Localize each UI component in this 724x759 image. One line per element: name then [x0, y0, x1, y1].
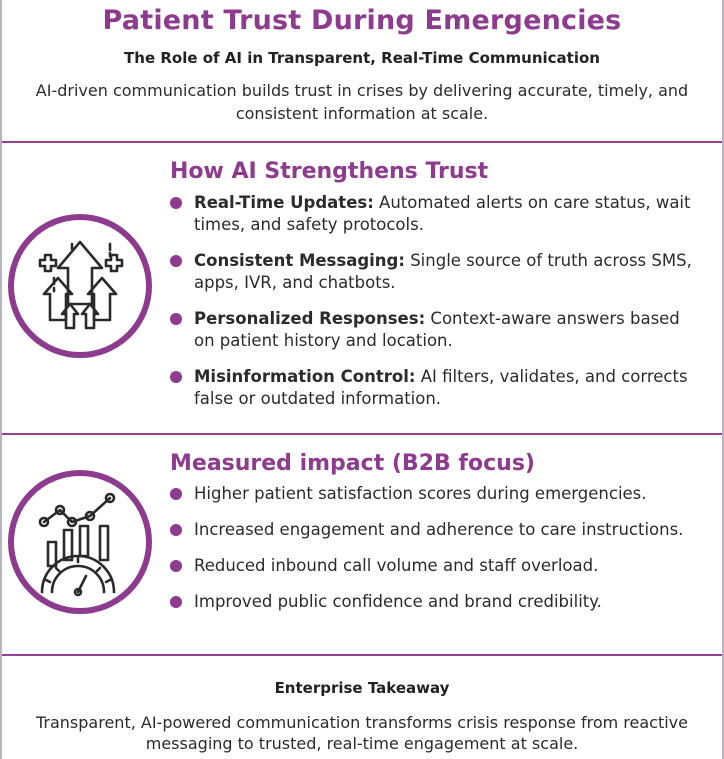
trust-growth-arrows-icon: [8, 214, 152, 358]
divider: [2, 654, 722, 656]
takeaway-text: Transparent, AI-powered communication tr…: [35, 713, 688, 753]
item-text: Automated alerts on care status, wait ti…: [194, 193, 691, 234]
takeaway-title: Enterprise Takeaway: [274, 679, 450, 697]
list-item: Consistent Messaging: Single source of t…: [170, 250, 700, 294]
item-text: Context-aware answers based on patient h…: [194, 309, 680, 350]
divider: [2, 433, 722, 435]
divider: [2, 141, 722, 143]
section-title-trust: How AI Strengthens Trust: [170, 159, 489, 184]
bullet-dot: [170, 524, 182, 536]
footer: Enterprise Takeaway Transparent, AI-powe…: [2, 656, 722, 754]
list-item: Reduced inbound call volume and staff ov…: [170, 555, 720, 577]
item-lead: Misinformation Control:: [194, 367, 416, 386]
bullet-dot: [170, 197, 182, 209]
item-lead: Real-Time Updates:: [194, 193, 374, 212]
item-text: AI filters, validates, and corrects fals…: [194, 367, 688, 408]
item-lead: Consistent Messaging:: [194, 251, 405, 270]
page-subtitle: The Role of AI in Transparent, Real-Time…: [124, 49, 600, 67]
list-item: Personalized Responses: Context-aware an…: [170, 308, 700, 352]
bullet-dot: [170, 255, 182, 267]
section-title-impact: Measured impact (B2B focus): [170, 451, 535, 476]
item-text: Single source of truth across SMS, apps,…: [194, 251, 692, 292]
bullet-dot: [170, 560, 182, 572]
item-text: Higher patient satisfaction scores durin…: [194, 484, 647, 503]
intro-text: AI-driven communication builds trust in …: [35, 81, 689, 123]
list-item: Real-Time Updates: Automated alerts on c…: [170, 192, 700, 236]
bullet-dot: [170, 371, 182, 383]
list-item: Improved public confidence and brand cre…: [170, 591, 720, 613]
analytics-gauge-icon: [8, 470, 152, 614]
item-text: Increased engagement and adherence to ca…: [194, 520, 684, 539]
bullet-dot: [170, 488, 182, 500]
item-lead: Personalized Responses:: [194, 309, 426, 328]
header: Patient Trust During Emergencies The Rol…: [2, 0, 722, 142]
trust-list: Real-Time Updates: Automated alerts on c…: [170, 192, 700, 424]
item-text: Reduced inbound call volume and staff ov…: [194, 556, 599, 575]
item-text: Improved public confidence and brand cre…: [194, 592, 602, 611]
bullet-dot: [170, 596, 182, 608]
page-title: Patient Trust During Emergencies: [102, 5, 622, 36]
list-item: Misinformation Control: AI filters, vali…: [170, 366, 700, 410]
list-item: Higher patient satisfaction scores durin…: [170, 483, 720, 505]
list-item: Increased engagement and adherence to ca…: [170, 519, 720, 541]
impact-list: Higher patient satisfaction scores durin…: [170, 483, 720, 627]
bullet-dot: [170, 313, 182, 325]
